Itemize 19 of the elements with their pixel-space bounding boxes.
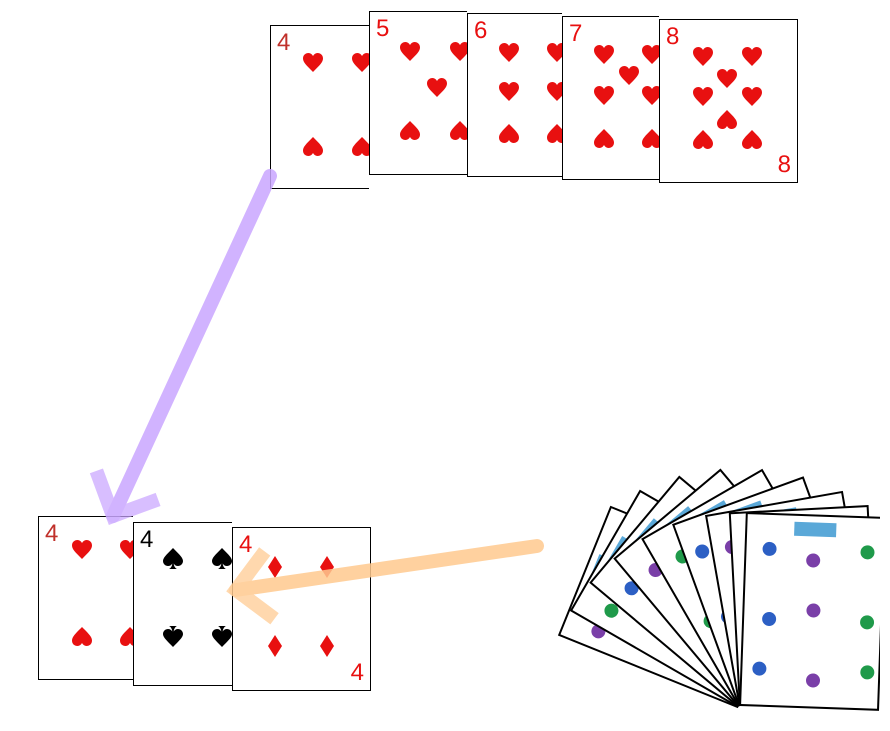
card-rank: 8 bbox=[666, 25, 680, 49]
arrow bbox=[89, 169, 277, 523]
playing-card bbox=[38, 516, 133, 680]
card-rank: 4 bbox=[239, 533, 252, 557]
playing-card bbox=[467, 13, 562, 177]
card-rank: 4 bbox=[45, 522, 58, 546]
card-rank: 5 bbox=[376, 17, 390, 41]
card-rank: 8 bbox=[778, 153, 791, 177]
card-rank: 4 bbox=[350, 661, 364, 685]
playing-card bbox=[270, 25, 369, 189]
playing-card bbox=[659, 19, 798, 183]
arrow bbox=[229, 539, 544, 626]
card-rank: 7 bbox=[569, 22, 582, 46]
card-rank: 4 bbox=[140, 528, 154, 552]
playing-card bbox=[133, 522, 232, 686]
playing-card bbox=[369, 11, 467, 175]
card-rank: 4 bbox=[277, 31, 290, 55]
card-rank: 6 bbox=[474, 19, 488, 43]
playing-card bbox=[562, 16, 659, 180]
